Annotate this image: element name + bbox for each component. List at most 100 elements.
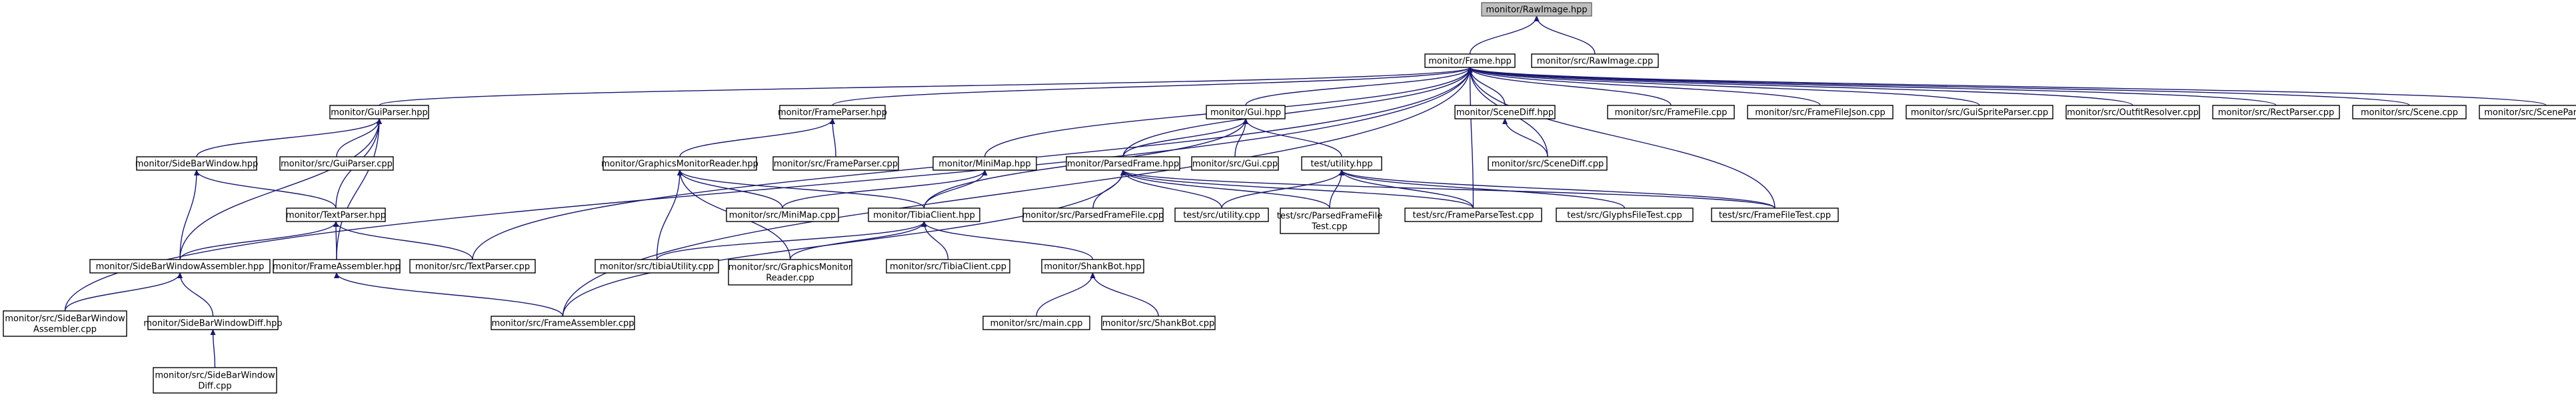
node-rawimage-cpp[interactable]: monitor/src/RawImage.cpp — [1531, 53, 1659, 68]
node-label: monitor/SideBarWindowAssembler.hpp — [96, 262, 265, 272]
node-label: monitor/src/MiniMap.cpp — [729, 211, 836, 221]
node-outfitresolver-cpp[interactable]: monitor/src/OutfitResolver.cpp — [2065, 105, 2200, 119]
node-graphicsmonitorreader-hpp[interactable]: monitor/GraphicsMonitorReader.hpp — [601, 156, 758, 171]
node-label: monitor/src/SideBarWindow — [155, 371, 275, 381]
node-label: test/src/FrameParseTest.cpp — [1413, 211, 1534, 221]
node-frameassembler-cpp[interactable]: monitor/src/FrameAssembler.cpp — [491, 316, 635, 330]
edge-gui-hpp-to-frame-hpp — [1245, 67, 1473, 106]
edge-tibiautility-cpp-to-tibiaclient-hpp — [656, 221, 927, 260]
node-textparser-cpp[interactable]: monitor/src/TextParser.cpp — [409, 259, 536, 274]
edge-sidebarwindowassembler-hpp-to-sidebarwindow-hpp — [179, 169, 199, 260]
edge-test-utility-cpp-to-parsedframe-hpp — [1120, 169, 1222, 209]
node-label: monitor/Gui.hpp — [1210, 108, 1281, 118]
node-test-utility-cpp[interactable]: test/src/utility.cpp — [1174, 208, 1269, 222]
edge-graphicsmonitorreader-cpp-to-tibiaclient-hpp — [789, 221, 927, 260]
node-box — [982, 316, 1090, 330]
node-box — [886, 259, 1010, 274]
edge-frameparser-cpp-to-frameparser-hpp — [830, 118, 836, 157]
node-frameassembler-hpp[interactable]: monitor/FrameAssembler.hpp — [273, 259, 401, 274]
node-box — [491, 316, 635, 330]
node-sidebarwindowdiff-cpp[interactable]: monitor/src/SideBarWindowDiff.cpp — [153, 367, 277, 394]
node-framefile-cpp[interactable]: monitor/src/FrameFile.cpp — [1607, 105, 1735, 119]
node-tibiaclient-cpp[interactable]: monitor/src/TibiaClient.cpp — [886, 259, 1010, 274]
node-box — [1191, 156, 1279, 171]
node-label: monitor/TibiaClient.hpp — [873, 211, 975, 221]
node-box — [1906, 105, 2053, 119]
node-box — [1280, 208, 1380, 234]
node-label: monitor/SceneDiff.hpp — [1456, 108, 1554, 118]
edge-frameassembler-hpp-to-guiparser-hpp — [336, 118, 382, 260]
node-sidebarwindow-hpp[interactable]: monitor/SideBarWindow.hpp — [135, 156, 259, 171]
node-box — [1101, 316, 1216, 330]
node-guiparser-cpp[interactable]: monitor/src/GuiParser.cpp — [279, 156, 394, 171]
node-box — [89, 259, 271, 274]
node-minimap-cpp[interactable]: monitor/src/MiniMap.cpp — [726, 208, 839, 222]
edge-guiparser-cpp-to-guiparser-hpp — [336, 118, 382, 157]
node-box — [1531, 53, 1659, 68]
node-minimap-hpp[interactable]: monitor/MiniMap.hpp — [932, 156, 1037, 171]
node-label: monitor/src/SceneParser.cpp — [2484, 108, 2576, 118]
edge-tibiaclient-hpp-to-graphicsmonitorreader-hpp — [677, 169, 925, 209]
node-sidebarwindowassembler-cpp[interactable]: monitor/src/SideBarWindowAssembler.cpp — [3, 310, 127, 337]
node-label: test/utility.hpp — [1310, 159, 1372, 169]
node-tibiaclient-hpp[interactable]: monitor/TibiaClient.hpp — [868, 208, 980, 222]
node-label: monitor/src/RectParser.cpp — [2218, 108, 2335, 118]
node-label: monitor/ShankBot.hpp — [1044, 262, 1141, 272]
node-framefilejson-cpp[interactable]: monitor/src/FrameFileJson.cpp — [1747, 105, 1894, 119]
node-box — [603, 156, 757, 171]
node-guiparser-hpp[interactable]: monitor/GuiParser.hpp — [329, 105, 429, 119]
node-label: monitor/src/TibiaClient.cpp — [890, 262, 1006, 272]
node-main-cpp[interactable]: monitor/src/main.cpp — [982, 316, 1090, 330]
edge-frameparsetest-cpp-to-test-utility-hpp — [1339, 169, 1474, 209]
node-scene-cpp[interactable]: monitor/src/Scene.cpp — [2352, 105, 2467, 119]
node-box — [1022, 208, 1164, 222]
node-gui-hpp[interactable]: monitor/Gui.hpp — [1206, 105, 1286, 119]
edge-sidebarwindowdiff-hpp-to-sidebarwindowassembler-hpp — [177, 272, 214, 317]
node-frameparsetest-cpp[interactable]: test/src/FrameParseTest.cpp — [1404, 208, 1542, 222]
node-textparser-hpp[interactable]: monitor/TextParser.hpp — [286, 208, 386, 222]
node-box — [772, 156, 899, 171]
node-rawimage-hpp[interactable]: monitor/RawImage.hpp — [1481, 2, 1592, 17]
edge-tibiaclient-cpp-to-tibiaclient-hpp — [921, 221, 949, 260]
edge-rectparser-cpp-to-frame-hpp — [1467, 67, 2277, 106]
node-frameparser-hpp[interactable]: monitor/FrameParser.hpp — [778, 105, 887, 119]
node-box — [1206, 105, 1286, 119]
node-box — [1481, 2, 1592, 17]
node-label: monitor/src/FrameAssembler.cpp — [491, 319, 634, 329]
node-sidebarwindowdiff-hpp[interactable]: monitor/SideBarWindowDiff.hpp — [143, 316, 283, 330]
node-glyphsfiletest-cpp[interactable]: test/src/GlyphsFileTest.cpp — [1556, 208, 1694, 222]
node-graphicsmonitorreader-cpp[interactable]: monitor/src/GraphicsMonitorReader.cpp — [728, 259, 852, 286]
node-box — [136, 156, 257, 171]
node-rectparser-cpp[interactable]: monitor/src/RectParser.cpp — [2212, 105, 2340, 119]
node-box — [779, 105, 886, 119]
edge-test-parsedframefile-cpp-to-parsedframe-hpp — [1120, 169, 1330, 209]
node-tibiautility-cpp[interactable]: monitor/src/tibiaUtility.cpp — [595, 259, 719, 274]
node-sidebarwindowassembler-hpp[interactable]: monitor/SideBarWindowAssembler.hpp — [89, 259, 271, 274]
node-frame-hpp[interactable]: monitor/Frame.hpp — [1424, 53, 1516, 68]
edge-scene-cpp-to-frame-hpp — [1467, 67, 2410, 106]
node-gui-cpp[interactable]: monitor/src/Gui.cpp — [1191, 156, 1279, 171]
node-label: monitor/src/OutfitResolver.cpp — [2067, 108, 2199, 118]
edge-parsedframe-hpp-to-frame-hpp — [1122, 67, 1473, 157]
node-label: monitor/MiniMap.hpp — [938, 159, 1030, 169]
node-sceneparser-cpp[interactable]: monitor/src/SceneParser.cpp — [2479, 105, 2576, 119]
node-test-utility-hpp[interactable]: test/utility.hpp — [1301, 156, 1382, 171]
node-shankbot-cpp[interactable]: monitor/src/ShankBot.cpp — [1101, 316, 1216, 330]
node-framefiletest-cpp[interactable]: test/src/FrameFileTest.cpp — [1711, 208, 1839, 222]
node-label: test/src/ParsedFrameFile — [1277, 212, 1383, 222]
node-scenediff-cpp[interactable]: monitor/src/SceneDiff.cpp — [1488, 156, 1608, 171]
node-label: monitor/src/Scene.cpp — [2361, 108, 2458, 118]
node-parsedframe-hpp[interactable]: monitor/ParsedFrame.hpp — [1066, 156, 1180, 171]
node-box — [3, 310, 127, 337]
node-box — [1301, 156, 1382, 171]
node-label: monitor/TextParser.hpp — [286, 211, 386, 221]
edge-rawimage-cpp-to-rawimage-hpp — [1534, 15, 1596, 55]
node-label: monitor/src/RawImage.cpp — [1537, 57, 1653, 67]
node-parsedframefile-cpp[interactable]: monitor/src/ParsedFrameFile.cpp — [1022, 208, 1164, 222]
node-scenediff-hpp[interactable]: monitor/SceneDiff.hpp — [1454, 105, 1556, 119]
node-guispriteparser-cpp[interactable]: monitor/src/GuiSpriteParser.cpp — [1906, 105, 2053, 119]
node-box — [1404, 208, 1542, 222]
node-frameparser-cpp[interactable]: monitor/src/FrameParser.cpp — [772, 156, 899, 171]
node-shankbot-hpp[interactable]: monitor/ShankBot.hpp — [1041, 259, 1144, 274]
